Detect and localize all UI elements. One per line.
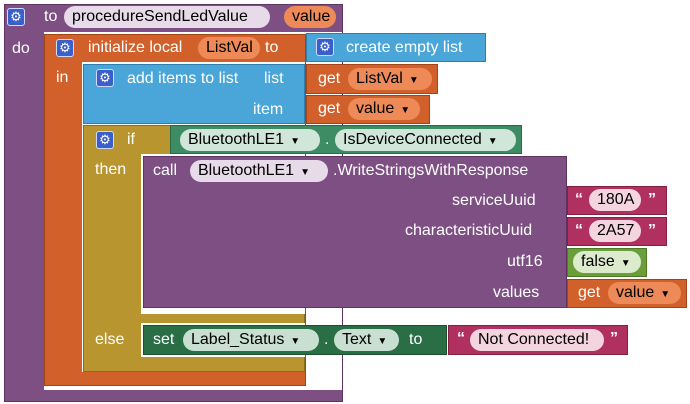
- arg-utf16-label: utf16: [507, 253, 543, 270]
- get-value-arg-dropdown[interactable]: value ▼: [608, 282, 681, 304]
- call-component-dropdown[interactable]: BluetoothLE1 ▼: [190, 160, 328, 182]
- quote-close: ”: [610, 330, 618, 347]
- proc-param[interactable]: value: [284, 6, 336, 28]
- then-label: then: [95, 161, 127, 178]
- quote-open: “: [575, 191, 583, 208]
- ble-property-dropdown[interactable]: IsDeviceConnected ▼: [335, 129, 516, 151]
- create-empty-list-label: create empty list: [346, 39, 463, 56]
- chevron-down-icon: ▼: [377, 336, 388, 347]
- quote-open: “: [575, 222, 583, 239]
- quote-close: ”: [648, 222, 656, 239]
- create-empty-list-block[interactable]: [306, 33, 486, 62]
- add-items-item-label: item: [253, 101, 284, 118]
- call-method-label: .WriteStringsWithResponse: [333, 162, 529, 179]
- chevron-down-icon: ▼: [290, 336, 301, 347]
- else-label: else: [95, 331, 125, 348]
- proc-do-label: do: [12, 40, 30, 57]
- if-label: if: [127, 131, 135, 148]
- get-value-dropdown[interactable]: value ▼: [348, 98, 420, 120]
- quote-open: “: [457, 330, 465, 347]
- ble-property-name: IsDeviceConnected: [343, 131, 482, 148]
- arg-service-uuid-label: serviceUuid: [452, 192, 536, 209]
- set-to-label: to: [409, 331, 423, 348]
- text-field-2a57[interactable]: 2A57: [589, 220, 641, 242]
- init-in-label: in: [56, 69, 69, 86]
- get-value-arg-name: value: [616, 284, 655, 301]
- local-var-name: ListVal: [206, 39, 253, 56]
- chevron-down-icon: ▼: [620, 258, 631, 269]
- add-items-to-list-block[interactable]: [83, 64, 305, 124]
- get-label: get: [318, 100, 341, 117]
- get-label: get: [578, 284, 601, 301]
- get-listval-name: ListVal: [356, 70, 403, 87]
- proc-to-label: to: [44, 8, 58, 25]
- call-component-name: BluetoothLE1: [198, 162, 295, 179]
- logic-false-value: false: [581, 253, 615, 270]
- quote-close: ”: [648, 191, 656, 208]
- init-local-label: initialize local: [88, 39, 183, 56]
- gear-icon[interactable]: ⚙: [96, 69, 114, 87]
- set-property-dropdown[interactable]: Text ▼: [334, 329, 399, 351]
- dot-label: .: [324, 331, 329, 348]
- set-component-dropdown[interactable]: Label_Status ▼: [183, 329, 319, 351]
- gear-icon[interactable]: ⚙: [96, 131, 114, 149]
- text-field-not-connected[interactable]: Not Connected!: [470, 329, 604, 351]
- ble-component-dropdown[interactable]: BluetoothLE1 ▼: [180, 129, 320, 151]
- arg-characteristic-uuid-label: characteristicUuid: [405, 222, 533, 239]
- chevron-down-icon: ▼: [300, 167, 310, 178]
- gear-icon[interactable]: ⚙: [56, 39, 74, 57]
- init-to-label: to: [265, 39, 279, 56]
- chevron-down-icon: ▼: [400, 105, 411, 116]
- set-label: set: [153, 331, 175, 348]
- dot-label: .: [325, 131, 330, 148]
- get-label: get: [318, 70, 341, 87]
- gear-icon[interactable]: ⚙: [7, 8, 25, 26]
- chevron-down-icon: ▼: [487, 136, 498, 147]
- proc-name-field[interactable]: procedureSendLedValue: [64, 6, 270, 28]
- arg-values-label: values: [493, 284, 540, 301]
- local-var-name-field[interactable]: ListVal: [198, 37, 260, 59]
- text-field-180a[interactable]: 180A: [589, 189, 641, 211]
- chevron-down-icon: ▼: [290, 136, 300, 147]
- call-label: call: [153, 162, 178, 179]
- add-items-list-label: list: [264, 70, 284, 87]
- logic-false-dropdown[interactable]: false ▼: [573, 251, 641, 273]
- chevron-down-icon: ▼: [408, 75, 419, 86]
- chevron-down-icon: ▼: [660, 289, 671, 300]
- set-component-name: Label_Status: [191, 331, 285, 348]
- add-items-label: add items to list: [127, 70, 239, 87]
- ble-component-name: BluetoothLE1: [188, 131, 285, 148]
- get-value-name: value: [356, 100, 395, 117]
- set-property-name: Text: [342, 331, 372, 348]
- get-listval-dropdown[interactable]: ListVal ▼: [348, 68, 432, 90]
- gear-icon[interactable]: ⚙: [316, 38, 334, 56]
